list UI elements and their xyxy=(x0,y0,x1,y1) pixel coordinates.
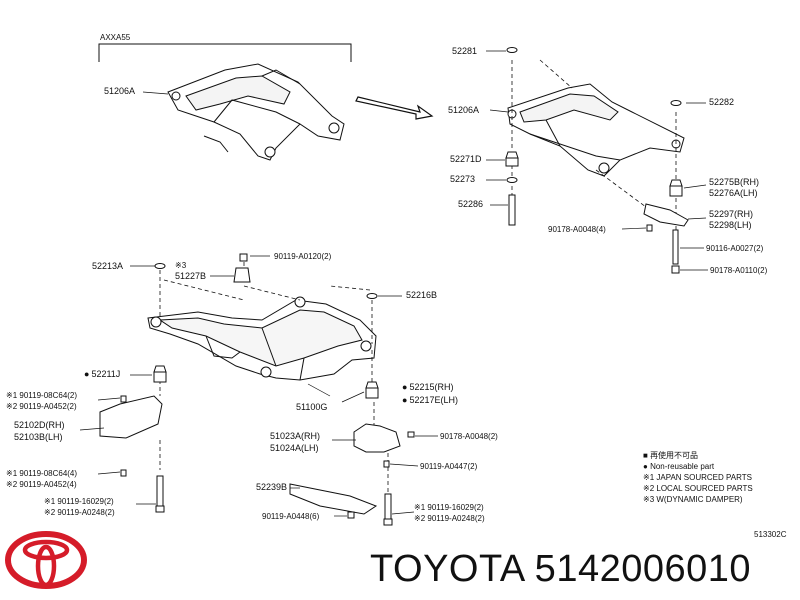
label-90178-a0110: 90178-A0110(2) xyxy=(710,266,768,275)
label-90119-a0447: 90119-A0447(2) xyxy=(420,462,478,471)
label-52276a: 52276A(LH) xyxy=(709,188,758,198)
header-bracket xyxy=(98,43,352,62)
label-52273: 52273 xyxy=(450,174,476,184)
legend-damper: ※3 W(DYNAMIC DAMPER) xyxy=(643,495,743,504)
label-90116-a0027: 90116-A0027(2) xyxy=(706,244,764,253)
label-left-bolt-1a: ※1 90119-08C64(2) xyxy=(6,391,78,400)
label-left-bolt-3b: ※2 90119-A0248(2) xyxy=(44,508,115,517)
label-52215: 52215(RH) xyxy=(402,382,453,393)
label-51206a-left: 51206A xyxy=(104,86,136,96)
direction-arrow xyxy=(355,96,434,120)
toyota-logo-icon xyxy=(5,531,87,589)
parts-top-right xyxy=(505,47,689,274)
legend-reuse-jp: ■ 再使用不可品 xyxy=(643,451,699,460)
label-52282: 52282 xyxy=(709,97,735,107)
legend-japan: ※1 JAPAN SOURCED PARTS xyxy=(643,473,752,482)
leaders-main xyxy=(79,255,438,517)
label-51024a: 51024A(LH) xyxy=(270,443,319,453)
legend-non-reusable: ● Non-reusable part xyxy=(643,462,715,471)
label-52216b: 52216B xyxy=(406,290,438,300)
parts-main xyxy=(99,253,415,526)
leader-51206a-left xyxy=(142,91,169,95)
label-52239b: 52239B xyxy=(256,482,288,492)
subframe-main xyxy=(147,296,377,381)
brand-part-number: TOYOTA 5142006010 xyxy=(370,548,752,590)
legend-local: ※2 LOCAL SOURCED PARTS xyxy=(643,484,753,493)
label-right-bolt-a: ※1 90119-16029(2) xyxy=(414,503,484,512)
label-52217e: 52217E(LH) xyxy=(402,395,458,406)
label-52297: 52297(RH) xyxy=(709,209,754,219)
label-90119-a0120: 90119-A0120(2) xyxy=(274,252,332,261)
label-51023a: 51023A(RH) xyxy=(270,431,321,441)
label-52213a: 52213A xyxy=(92,261,124,271)
label-left-bolt-2b: ※2 90119-A0452(4) xyxy=(6,480,77,489)
label-51100g: 51100G xyxy=(296,402,328,412)
label-51227b: 51227B xyxy=(175,271,207,281)
legend: ■ 再使用不可品 ● Non-reusable part ※1 JAPAN SO… xyxy=(643,450,753,505)
label-52281: 52281 xyxy=(452,46,478,56)
label-52103b: 52103B(LH) xyxy=(14,432,63,442)
diagram-code: 513302C xyxy=(754,530,787,539)
label-90178-a0048-4: 90178-A0048(4) xyxy=(548,225,606,234)
label-90119-a0448: 90119-A0448(6) xyxy=(262,512,320,521)
label-52102d: 52102D(RH) xyxy=(14,420,65,430)
label-52298: 52298(LH) xyxy=(709,220,752,230)
label-52211j: 52211J xyxy=(84,369,120,380)
label-90178-a0048-2: 90178-A0048(2) xyxy=(440,432,498,441)
label-52275b: 52275B(RH) xyxy=(709,177,760,187)
label-52271d: 52271D xyxy=(450,154,482,164)
guide-lines-main xyxy=(159,262,389,496)
leaders-top-right xyxy=(486,50,708,271)
subframe-top-right xyxy=(507,83,685,177)
label-left-bolt-2a: ※1 90119-08C64(4) xyxy=(6,469,78,478)
subframe-top-left xyxy=(167,63,345,161)
label-right-bolt-b: ※2 90119-A0248(2) xyxy=(414,514,485,523)
label-51206a-right: 51206A xyxy=(448,105,480,115)
label-left-bolt-1b: ※2 90119-A0452(2) xyxy=(6,402,77,411)
label-52286: 52286 xyxy=(458,199,484,209)
header-model-label: AXXA55 xyxy=(100,33,131,42)
label-left-bolt-3a: ※1 90119-16029(2) xyxy=(44,497,114,506)
label-note-3: ※3 xyxy=(175,261,187,270)
